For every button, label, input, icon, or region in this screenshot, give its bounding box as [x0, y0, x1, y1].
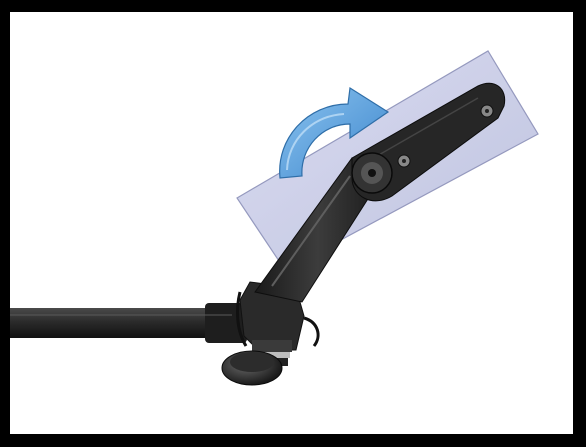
pivot-knob-icon [352, 153, 392, 193]
mount-pole [10, 303, 247, 343]
tightening-knob-icon [222, 351, 282, 385]
